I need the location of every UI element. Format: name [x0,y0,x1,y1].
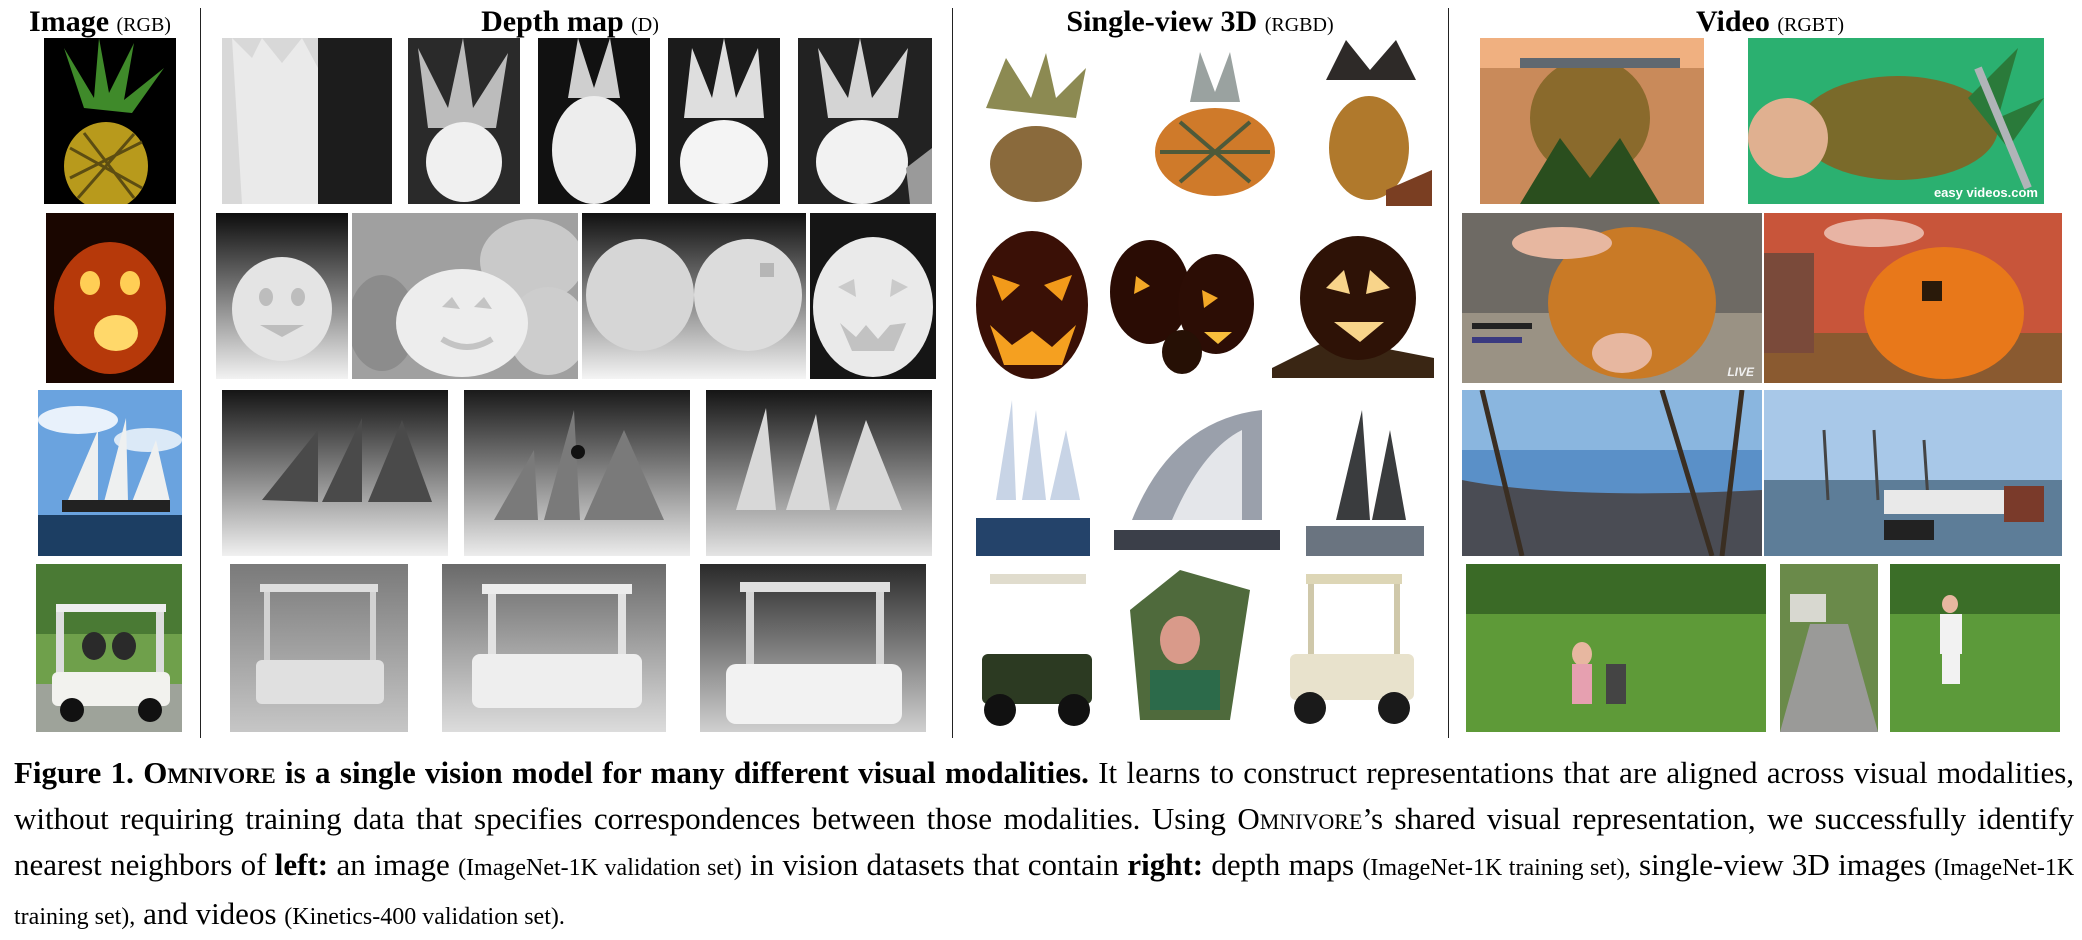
video-frame-golf-1 [1466,564,1766,732]
video-frame-golf-3 [1890,564,2060,732]
depth-map-pumpkin-2 [352,213,578,379]
depth-map-golf-cart-2 [442,564,666,732]
video-frame-pineapple-1 [1480,38,1704,204]
depth-map-pumpkin-4 [810,213,936,379]
video-frame-pumpkin-1: LIVE [1462,213,1762,383]
dataset-source: (ImageNet-1K validation set) [458,855,742,881]
depth-map-sailboat-1 [222,390,448,556]
rgbd-pineapple-2 [1150,52,1280,202]
column-divider [200,8,201,738]
column-title: Video [1695,5,1770,38]
depth-map-golf-cart-1 [230,564,408,732]
column-subtitle: (RGB) [116,14,171,36]
column-header-rgbd: Single-view 3D (RGBD) [1000,2,1400,45]
rgb-image-pumpkin [46,213,174,383]
rgbd-pineapple-1 [976,48,1094,206]
depth-map-pumpkin-1 [216,213,348,379]
rgbd-golf-cart-2 [1120,570,1260,730]
rgbd-pumpkin-3 [1272,218,1434,378]
video-frame-pineapple-2: easy videos.com [1748,38,2044,204]
rgbd-pineapple-3 [1306,40,1432,206]
column-title: Single-view 3D [1066,5,1258,38]
depth-map-sailboat-2 [464,390,690,556]
depth-map-pineapple-1 [222,38,392,204]
right-label: right: [1127,847,1204,882]
column-header-image: Image (RGB) [20,2,180,45]
column-header-video: Video (RGBT) [1620,2,1920,45]
caption-body: depth maps [1211,847,1355,882]
figure-caption: Figure 1. Omnivore is a single vision mo… [14,750,2074,940]
dataset-source: (ImageNet-1K training set), [1362,855,1631,881]
caption-body: and videos [143,896,277,931]
column-subtitle: (RGBT) [1777,14,1845,36]
column-divider [952,8,953,738]
dataset-source: (Kinetics-400 validation set). [284,904,565,930]
figure-label: Figure 1. [14,755,134,790]
dataset-source: (ImageNet-1K training set), [14,855,2075,930]
rgb-image-pineapple [44,38,176,204]
column-subtitle: (RGBD) [1264,14,1334,36]
caption-body: in vision datasets that contain [750,847,1120,882]
caption-body: It learns to construct representations t… [14,755,2075,836]
column-divider [1448,8,1449,738]
model-name: Omnivore [143,755,276,790]
caption-body: single-view 3D images [1638,847,1926,882]
caption-body: ’s shared visual representation, we succ… [14,801,2075,882]
model-name: Omnivore [1237,801,1363,836]
depth-map-golf-cart-3 [700,564,926,732]
rgbd-golf-cart-3 [1276,564,1428,734]
depth-map-pumpkin-3 [582,213,806,379]
left-label: left: [274,847,329,882]
video-frame-pumpkin-2 [1764,213,2062,383]
rgbd-golf-cart-1 [970,564,1104,734]
depth-map-sailboat-3 [706,390,932,556]
depth-map-pineapple-5 [798,38,932,204]
video-frame-sailboat-1 [1462,390,1762,556]
rgbd-pumpkin-2 [1106,220,1254,380]
column-title: Depth map [481,5,624,38]
video-frame-golf-2 [1780,564,1878,732]
depth-map-pineapple-2 [408,38,520,204]
column-title: Image [29,5,110,38]
column-header-depth: Depth map (D) [420,2,720,45]
rgbd-pumpkin-1 [972,215,1094,385]
caption-body: an image [336,847,450,882]
rgbd-sailboat-3 [1306,390,1424,556]
column-subtitle: (D) [631,14,659,36]
rgb-image-sailboat [38,390,182,556]
video-frame-sailboat-2 [1764,390,2062,556]
caption-headline: is a single vision model for many differ… [285,755,1089,790]
rgbd-sailboat-2 [1112,390,1282,556]
rgbd-sailboat-1 [976,390,1090,556]
depth-map-pineapple-4 [668,38,780,204]
depth-map-pineapple-3 [538,38,650,204]
rgb-image-golf-cart [36,564,182,732]
video-watermark: easy videos.com [1933,185,2038,200]
video-watermark: LIVE [1727,365,1754,379]
